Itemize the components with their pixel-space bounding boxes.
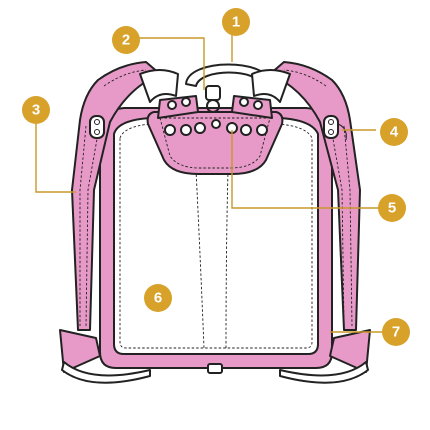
svg-text:6: 6 — [154, 290, 162, 307]
callout-badge-6: 6 — [144, 284, 172, 312]
back-panel-center-seam-left — [195, 169, 205, 349]
leader-3 — [35, 111, 76, 193]
right-strap-stitching — [283, 69, 353, 327]
left-strap-buckle — [89, 115, 105, 139]
svg-text:5: 5 — [388, 200, 396, 217]
strap-buckle — [323, 115, 347, 141]
callout-badge-4: 4 — [380, 118, 408, 146]
leader-5 — [231, 130, 380, 209]
left-strap-pad — [139, 69, 179, 103]
yoke-wing-rivets — [167, 97, 263, 110]
back-yoke-stitching — [159, 117, 271, 169]
svg-text:3: 3 — [32, 102, 40, 119]
callout-badge-5: 5 — [378, 194, 406, 222]
right-strap-pad — [251, 69, 291, 103]
callout-badge-1: 1 — [222, 8, 250, 36]
right-bottom-strap — [279, 361, 369, 384]
callout-badge-7: 7 — [382, 318, 410, 346]
right-bottom-connector — [329, 329, 371, 373]
svg-text:7: 7 — [392, 324, 400, 341]
leader-2 — [136, 37, 205, 90]
svg-text:4: 4 — [390, 124, 399, 141]
hook-ring — [205, 85, 221, 113]
back-panel-center-seam-right — [225, 169, 229, 349]
left-bottom-connector — [59, 329, 101, 373]
left-bottom-strap — [61, 361, 151, 384]
bottom-foot — [207, 363, 223, 374]
svg-text:2: 2 — [122, 32, 130, 49]
svg-text:1: 1 — [232, 14, 240, 31]
callout-badge-2: 2 — [112, 26, 140, 54]
callout-badge-3: 3 — [22, 96, 50, 124]
left-strap-stitching — [79, 69, 147, 327]
